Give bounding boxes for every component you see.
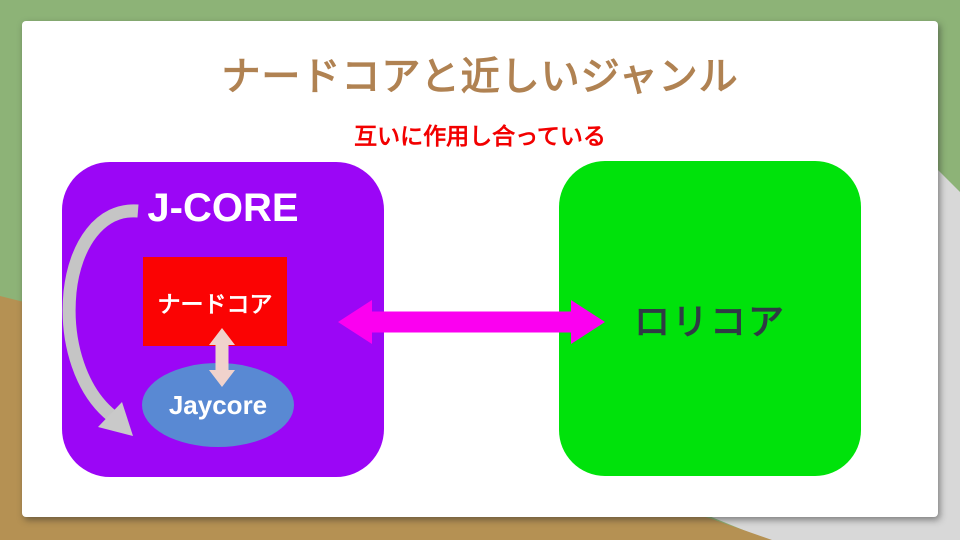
jcore-group-box: J-CORE ナードコア Jaycore — [62, 162, 384, 477]
jaycore-ellipse: Jaycore — [142, 363, 294, 447]
nerdcore-label: ナードコア — [157, 290, 273, 317]
slide: ナードコアと近しいジャンル 互いに作用し合っている J-CORE ナードコア J… — [22, 21, 938, 517]
nerdcore-box: ナードコア — [143, 257, 287, 346]
lolicore-label: ロリコア — [633, 300, 786, 342]
lolicore-box: ロリコア — [559, 161, 861, 476]
jaycore-label: Jaycore — [168, 389, 268, 420]
slide-title: ナードコアと近しいジャンル — [221, 56, 739, 99]
slide-subtitle: 互いに作用し合っている — [354, 123, 606, 149]
jcore-label: J-CORE — [147, 186, 299, 230]
